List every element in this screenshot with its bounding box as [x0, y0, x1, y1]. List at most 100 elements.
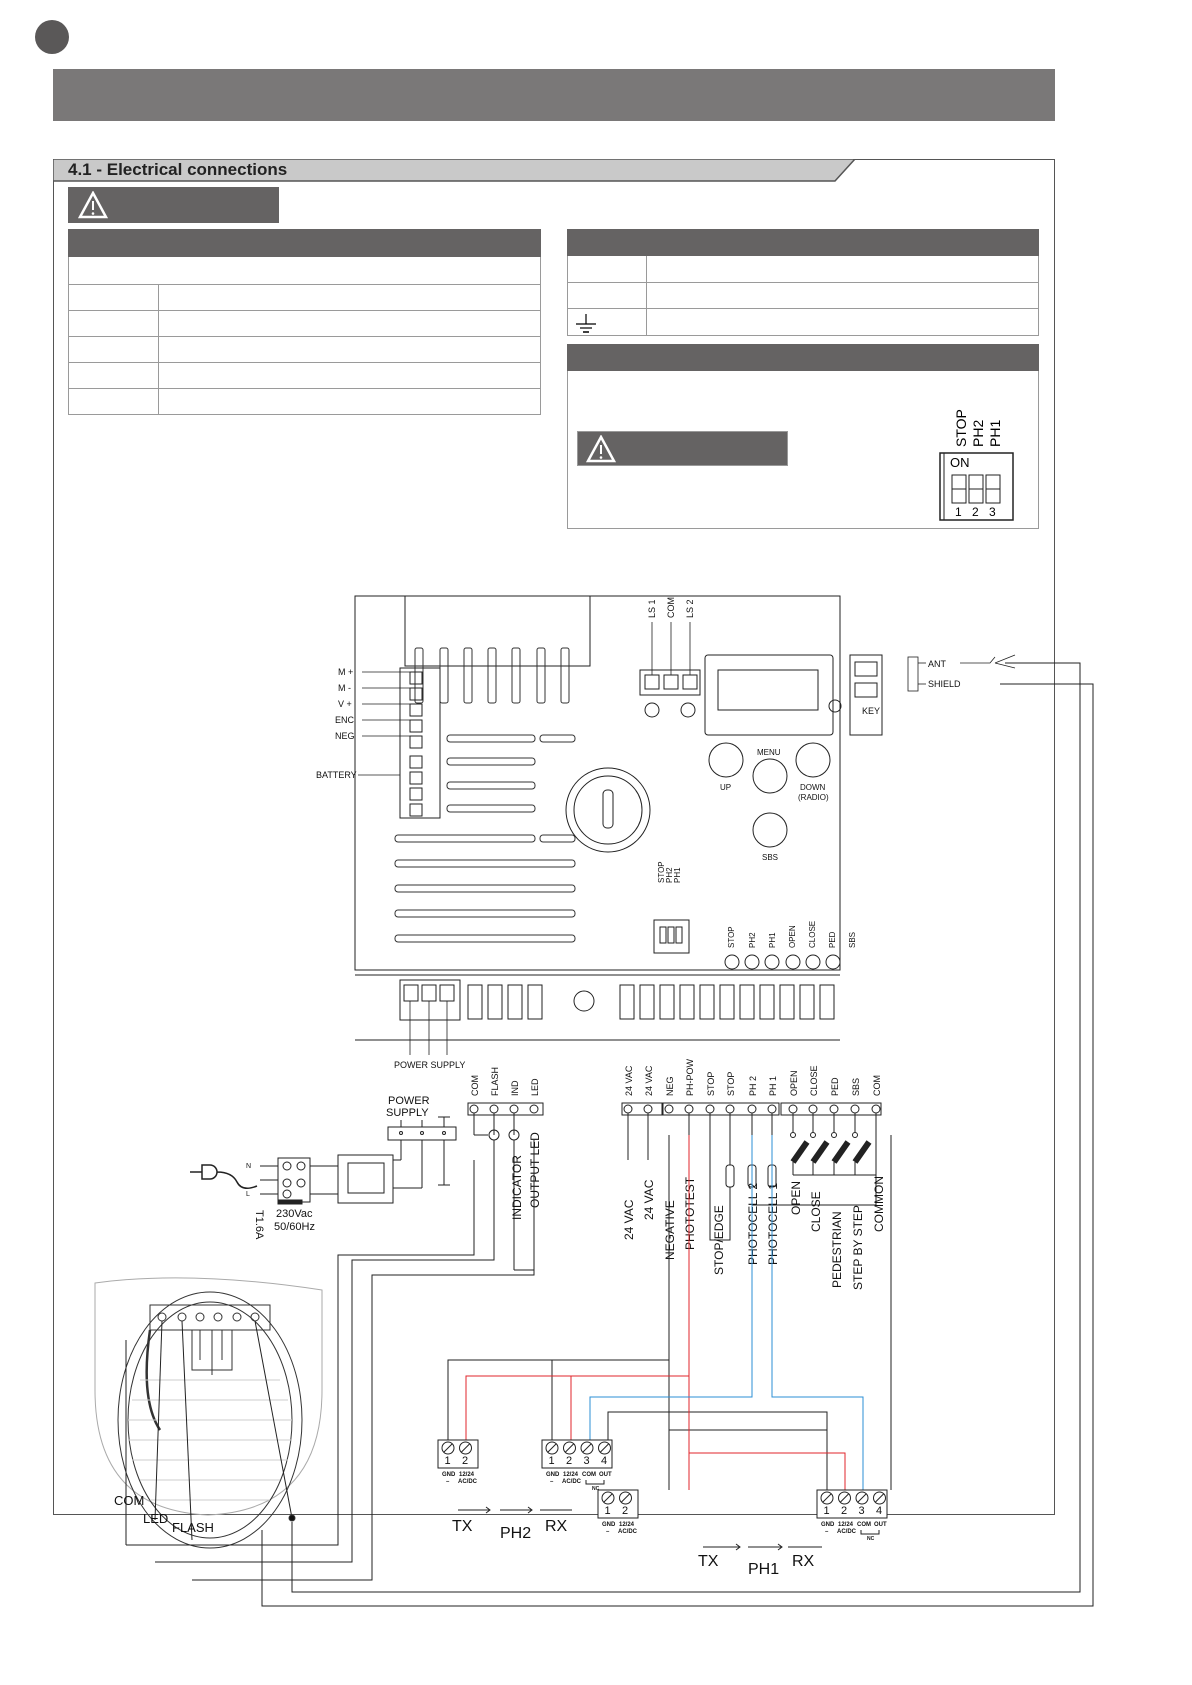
led-sbs: SBS: [848, 932, 857, 948]
label-sbs: SBS: [762, 853, 778, 862]
input-desc-label: PHOTOCELL 1: [766, 1183, 780, 1265]
label-enc: ENC: [335, 715, 355, 725]
mains-supply: SUPPLY: [386, 1107, 429, 1119]
led-ph1: PH1: [768, 932, 777, 948]
led-open: OPEN: [788, 925, 797, 948]
input-desc-label: STOP/EDGE: [712, 1205, 726, 1275]
input-desc-label: PHOTOCELL 2: [746, 1183, 760, 1265]
ph1-rx: RX: [792, 1553, 815, 1570]
input-terminal-label: CLOSE: [809, 1065, 819, 1096]
mains-freq: 50/60Hz: [274, 1221, 315, 1233]
led-ped: PED: [828, 931, 837, 948]
label-ls-com: COM: [666, 597, 676, 618]
input-desc-label: NEGATIVE: [663, 1200, 677, 1260]
label-down: DOWN: [800, 783, 826, 792]
input-desc-label: COMMON: [872, 1176, 886, 1232]
board-dip-ph1: PH1: [673, 867, 682, 883]
earth-ground-icon: [576, 314, 596, 333]
ph2-rx-terminal-num: 1: [549, 1455, 555, 1467]
input-terminal-label: PH 1: [768, 1076, 778, 1096]
dip-box-header: [567, 344, 1039, 371]
ph1-rx-com: COM: [857, 1522, 871, 1528]
label-m-minus: M -: [338, 683, 351, 693]
ph1-rx-terminal-num: 1: [824, 1505, 830, 1517]
ph2-rx-minus: –: [550, 1479, 554, 1485]
label-ant: ANT: [928, 659, 947, 669]
input-desc-label: STEP BY STEP: [851, 1205, 865, 1290]
ph2-rx-com: COM: [582, 1472, 596, 1478]
input-terminal-label: NEG: [665, 1076, 675, 1096]
input-terminal-label: 24 VAC: [644, 1065, 654, 1096]
input-desc-label: OPEN: [789, 1181, 803, 1215]
dip-label-ph2: PH2: [970, 420, 986, 447]
label-v-plus: V +: [338, 699, 352, 709]
input-terminal-label: STOP: [726, 1072, 736, 1096]
ph2-tx-v: 12/24: [459, 1472, 475, 1478]
term-ind: IND: [510, 1080, 520, 1096]
section-title-tab: [53, 159, 857, 182]
ph1-rx-terminal-num: 4: [876, 1505, 882, 1517]
ph1-rx-minus: –: [825, 1529, 829, 1535]
ph2-rx-terminal-num: 3: [584, 1455, 590, 1467]
lamp-led: LED: [143, 1511, 168, 1526]
dip-num-2: 2: [972, 505, 979, 519]
input-terminal-label: PH 2: [748, 1076, 758, 1096]
ph1-name: PH1: [748, 1561, 779, 1578]
flashing-lamp: [94, 1277, 323, 1549]
right-table: [567, 256, 1039, 336]
warning-banner: [68, 187, 279, 223]
ph2-tx-minus: –: [446, 1479, 450, 1485]
ph1-rx-out: OUT: [874, 1522, 887, 1528]
input-desc-label: PHOTOTEST: [683, 1176, 697, 1250]
mains-n: N: [246, 1163, 251, 1170]
lamp-com: COM: [114, 1493, 144, 1508]
input-terminal-label: OPEN: [789, 1070, 799, 1096]
dip-num-3: 3: [989, 505, 996, 519]
input-desc-label: 24 VAC: [642, 1179, 656, 1220]
left-table-header: [68, 229, 541, 257]
control-board: [354, 595, 883, 1041]
input-terminal-label: COM: [872, 1075, 882, 1096]
input-terminal-label: SBS: [851, 1078, 861, 1096]
warning-triangle-icon: [585, 434, 617, 463]
term-led: LED: [530, 1078, 540, 1096]
label-power-supply-board: POWER SUPPLY: [394, 1060, 465, 1070]
page-marker: [35, 20, 69, 54]
input-desc-label: 24 VAC: [622, 1199, 636, 1240]
mains-voltage: 230Vac: [276, 1208, 313, 1220]
label-down-radio: (RADIO): [798, 793, 829, 802]
label-shield: SHIELD: [928, 679, 961, 689]
ph1-tx-minus: –: [606, 1529, 610, 1535]
input-terminal-label: 24 VAC: [624, 1065, 634, 1096]
label-ls2: LS 2: [685, 599, 695, 618]
chapter-header-bar: [53, 69, 1055, 121]
dip-on-label: ON: [950, 455, 970, 470]
ph1-rx-nc: NC: [867, 1536, 875, 1542]
label-menu: MENU: [757, 748, 781, 757]
mains-fuse: T1.6A: [253, 1210, 265, 1240]
input-terminal-label: PH-POW: [685, 1058, 695, 1096]
ph2-rx-terminal-num: 4: [601, 1455, 607, 1467]
ph1-rx-terminal-num: 3: [859, 1505, 865, 1517]
label-neg: NEG: [335, 731, 355, 741]
left-table: [68, 257, 541, 415]
warning-triangle-icon: [77, 190, 109, 219]
input-terminal-label: PED: [830, 1077, 840, 1096]
ph1-rx-v: 12/24: [838, 1522, 854, 1528]
ph1-tx-acdc: AC/DC: [618, 1529, 638, 1535]
ph2-rx-gnd: GND: [546, 1472, 560, 1478]
desc-output-led: OUTPUT LED: [528, 1132, 542, 1208]
term-com-out: COM: [470, 1075, 480, 1096]
dip-label-stop: STOP: [953, 409, 969, 447]
ph2-tx: TX: [452, 1518, 473, 1535]
led-close: CLOSE: [808, 921, 817, 948]
board-dip-stop: STOP: [657, 861, 666, 883]
mains-l: L: [246, 1191, 250, 1198]
label-key: KEY: [862, 706, 880, 716]
ph2-tx-terminal-num: 1: [445, 1455, 451, 1467]
ph1-rx-acdc: AC/DC: [837, 1529, 857, 1535]
label-ls1: LS 1: [647, 599, 657, 618]
label-battery: BATTERY: [316, 770, 357, 780]
